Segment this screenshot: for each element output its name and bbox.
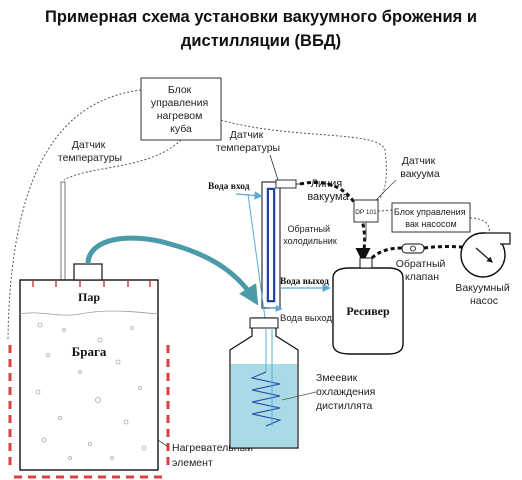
steam-label: Пар bbox=[78, 290, 100, 304]
water-in-label: Вода вход bbox=[208, 182, 250, 192]
steam-pipe bbox=[85, 235, 259, 306]
heater-control-label: Блок управления нагревом куба bbox=[151, 84, 211, 135]
vacuum-line-to-valve bbox=[370, 246, 403, 260]
vacuum-pump-label: Вакуумный насос bbox=[455, 282, 512, 307]
boiler-tank bbox=[19, 279, 159, 471]
heater-control-box bbox=[140, 77, 222, 141]
flask-stopper bbox=[249, 317, 279, 329]
wire-sensor-to-pump-control bbox=[377, 209, 393, 212]
water-out-1-label: Вода выход bbox=[280, 277, 329, 287]
mash-surface bbox=[19, 310, 159, 316]
heater-marks-top bbox=[32, 281, 151, 287]
water-out-2-arrow bbox=[261, 304, 283, 312]
temp-sensor-left-label: Датчик температуры bbox=[58, 139, 122, 164]
coil-pointer bbox=[281, 391, 317, 401]
pump-control-label: Блок управления вак насосом bbox=[394, 207, 468, 229]
vacuum-line bbox=[299, 181, 371, 263]
temp-sensor-right-pointer bbox=[269, 154, 279, 181]
check-valve-ball bbox=[410, 245, 416, 252]
cooling-coil bbox=[250, 371, 282, 427]
boiler-neck bbox=[73, 263, 103, 281]
heating-element-pointer bbox=[157, 439, 169, 448]
vacuum-sensor-pointer bbox=[375, 179, 397, 201]
check-valve bbox=[401, 243, 425, 254]
vacuum-sensor-label: Датчик вакуума bbox=[400, 155, 440, 180]
water-in-arrow bbox=[235, 191, 263, 200]
pump-control-box bbox=[391, 202, 471, 233]
temp-sensor-right-label: Датчик температуры bbox=[216, 129, 280, 154]
receiver-tank bbox=[332, 267, 404, 355]
coil-label: Змеевик охлаждения дистиллята bbox=[316, 372, 378, 412]
wire-to-heater bbox=[7, 89, 142, 341]
title-line-1: Примерная схема установки вакуумного бро… bbox=[45, 8, 477, 26]
mash-label: Брага bbox=[72, 344, 107, 359]
water-out-2-label: Вода выход bbox=[280, 313, 332, 324]
vacuum-sensor-code: DP 101 bbox=[355, 209, 377, 216]
receiver-neck bbox=[359, 257, 373, 269]
reflux-condenser-label: Обратный холодильник bbox=[283, 224, 337, 246]
condenser-tube bbox=[269, 190, 273, 300]
distillate-liquid bbox=[231, 364, 297, 447]
title-line-2: дистилляции (ВБД) bbox=[181, 32, 341, 50]
water-in-flow-line bbox=[247, 193, 269, 341]
thermometer-right bbox=[275, 179, 297, 189]
check-valve-label: Обратный клапан bbox=[396, 258, 449, 283]
vacuum-pump-outlet bbox=[483, 232, 511, 245]
receiver-label: Ресивер bbox=[346, 304, 390, 318]
bubbles bbox=[35, 322, 147, 460]
vacuum-pump-arrow bbox=[475, 247, 493, 263]
